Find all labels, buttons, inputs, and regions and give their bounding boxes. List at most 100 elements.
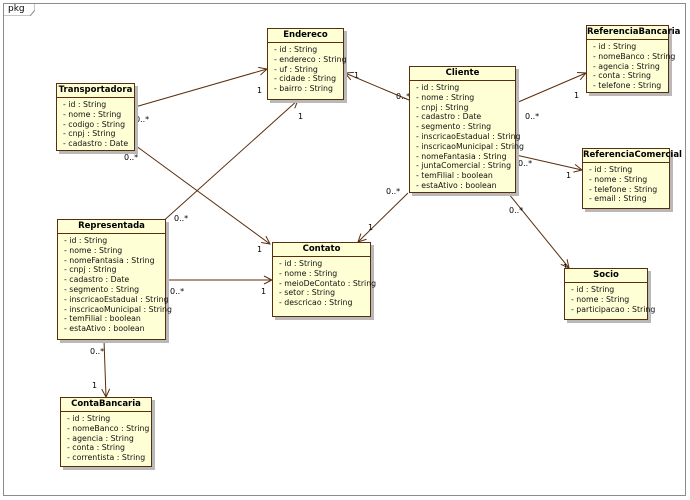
- class-attribute: - inscricaoEstadual : String: [64, 294, 169, 304]
- class-attribute: - cadastro : Date: [64, 275, 130, 285]
- class-name: Representada: [58, 220, 165, 234]
- class-attribute: - id : String: [589, 165, 633, 174]
- class-attribute: - id : String: [67, 414, 111, 423]
- assoc-cliente-refcomercial: [515, 154, 582, 170]
- class-attribute: - cnpj : String: [64, 265, 117, 275]
- class-cliente[interactable]: Cliente - id : String - nome : String - …: [409, 66, 524, 193]
- class-attribute: - segmento : String: [64, 284, 140, 294]
- class-name: ReferenciaComercial: [583, 149, 682, 163]
- class-attribute: - cadastro : Date: [416, 112, 482, 122]
- class-attribute: - id : String: [593, 42, 637, 51]
- class-attribute: - setor : String: [279, 288, 336, 298]
- class-socio[interactable]: Socio - id : String - nome : String - pa…: [564, 268, 656, 320]
- class-attribute: - nome : String: [416, 92, 475, 102]
- class-attribute: - id : String: [64, 236, 108, 245]
- assoc-cliente-contato: [358, 192, 409, 242]
- class-attribute: - nomeBanco : String: [67, 423, 150, 433]
- class-attribute: - inscricaoMunicipal : String: [416, 141, 524, 151]
- class-attribute: - descricao : String: [279, 298, 353, 308]
- class-attribute: - agencia : String: [593, 61, 660, 71]
- class-attribute: - cadastro : Date: [63, 139, 129, 149]
- assoc-representada-endereco: [159, 100, 298, 225]
- class-attribute: - agencia : String: [67, 433, 134, 443]
- class-attribute: - id : String: [279, 259, 323, 268]
- mult-representada-endereco-from: 0..*: [174, 214, 189, 223]
- class-name: Transportadora: [57, 84, 134, 98]
- class-attribute: - endereco : String: [274, 54, 347, 64]
- class-attribute: - telefone : String: [589, 184, 658, 194]
- class-attribute: - nomeBanco : String: [593, 51, 676, 61]
- class-name: ReferenciaBancaria: [587, 26, 680, 40]
- mult-transportadora-endereco-to: 1: [257, 86, 263, 95]
- class-conta-bancaria[interactable]: ContaBancaria - id : String - nomeBanco …: [60, 397, 152, 467]
- mult-representada-contato-to: 1: [261, 287, 267, 296]
- mult-representada-contato-from: 0..*: [170, 287, 185, 296]
- mult-representada-endereco-to: 1: [298, 112, 304, 121]
- class-attribute: - telefone : String: [593, 81, 662, 91]
- mult-transportadora-contato-to: 1: [257, 245, 263, 254]
- assoc-transportadora-contato: [131, 142, 270, 244]
- mult-cliente-refcomercial-to: 1: [566, 171, 572, 180]
- class-attribute: - nome : String: [63, 109, 122, 119]
- class-attribute: - temFilial : boolean: [64, 314, 141, 324]
- mult-cliente-refbancaria-from: 0..*: [525, 112, 540, 121]
- class-representada[interactable]: Representada - id : String - nome : Stri…: [57, 219, 172, 340]
- class-attribute: - cnpj : String: [63, 129, 116, 139]
- mult-transportadora-contato-from: 0..*: [124, 153, 139, 162]
- class-contato[interactable]: Contato - id : String - nome : String - …: [272, 242, 377, 317]
- mult-transportadora-endereco-from: 0..*: [135, 115, 150, 124]
- mult-cliente-refbancaria-to: 1: [574, 91, 580, 100]
- class-attribute: - codigo : String: [63, 119, 126, 129]
- class-attribute: - nome : String: [589, 174, 648, 184]
- assoc-transportadora-endereco: [134, 69, 267, 108]
- class-attribute: - nome : String: [279, 268, 338, 278]
- class-referencia-comercial[interactable]: ReferenciaComercial - id : String - nome…: [582, 148, 682, 209]
- mult-cliente-socio-from: 0..*: [509, 206, 524, 215]
- class-attribute: - conta : String: [67, 443, 125, 453]
- class-name: Cliente: [410, 67, 515, 81]
- package-label: pkg: [8, 4, 25, 14]
- class-attribute: - temFilial : boolean: [416, 171, 493, 181]
- class-attribute: - estaAtivo : boolean: [64, 324, 145, 334]
- class-attribute: - conta : String: [593, 71, 651, 81]
- class-attribute: - inscricaoEstadual : String: [416, 131, 521, 141]
- class-attribute: - cnpj : String: [416, 102, 469, 112]
- class-attribute: - id : String: [571, 285, 615, 294]
- mult-cliente-endereco-to: 1: [354, 71, 360, 80]
- assoc-cliente-refbancaria: [515, 73, 586, 104]
- class-attribute: - meioDeContato : String: [279, 278, 377, 288]
- class-attribute: - id : String: [63, 100, 107, 109]
- mult-cliente-contato-to: 1: [368, 223, 374, 232]
- mult-cliente-endereco-from: 0..*: [396, 92, 411, 101]
- class-attribute: - email : String: [589, 194, 647, 204]
- class-attribute: - nome : String: [571, 294, 630, 304]
- class-attribute: - bairro : String: [274, 84, 333, 94]
- class-attribute: - uf : String: [274, 64, 318, 74]
- assoc-representada-contabancaria: [104, 339, 106, 397]
- class-attribute: - correntista : String: [67, 453, 146, 463]
- package-tab: [3, 3, 35, 16]
- class-attribute: - id : String: [274, 45, 318, 54]
- class-name: Contato: [273, 243, 370, 257]
- mult-cliente-refcomercial-from: 0..*: [518, 159, 533, 168]
- class-name: Socio: [565, 269, 647, 283]
- diagram-frame: [3, 3, 686, 496]
- mult-cliente-contato-from: 0..*: [386, 187, 401, 196]
- class-attribute: - inscricaoMunicipal : String: [64, 304, 172, 314]
- class-transportadora[interactable]: Transportadora - id : String - nome : St…: [56, 83, 135, 151]
- class-attribute: - juntaComercial : String: [416, 161, 512, 171]
- mult-cliente-socio-to: 1: [563, 263, 568, 272]
- assoc-cliente-socio: [507, 192, 569, 268]
- mult-representada-contabancaria-to: 1: [92, 381, 98, 390]
- class-attribute: - nome : String: [64, 245, 123, 255]
- class-name: ContaBancaria: [61, 398, 151, 412]
- class-name: Endereco: [268, 29, 343, 43]
- class-attribute: - nomeFantasia : String: [416, 151, 507, 161]
- class-attribute: - participacao : String: [571, 304, 656, 314]
- assoc-cliente-endereco: [345, 73, 410, 101]
- class-referencia-bancaria[interactable]: ReferenciaBancaria - id : String - nomeB…: [586, 25, 680, 93]
- class-endereco[interactable]: Endereco - id : String - endereco : Stri…: [267, 28, 347, 100]
- class-attribute: - id : String: [416, 83, 460, 92]
- class-attribute: - segmento : String: [416, 122, 492, 132]
